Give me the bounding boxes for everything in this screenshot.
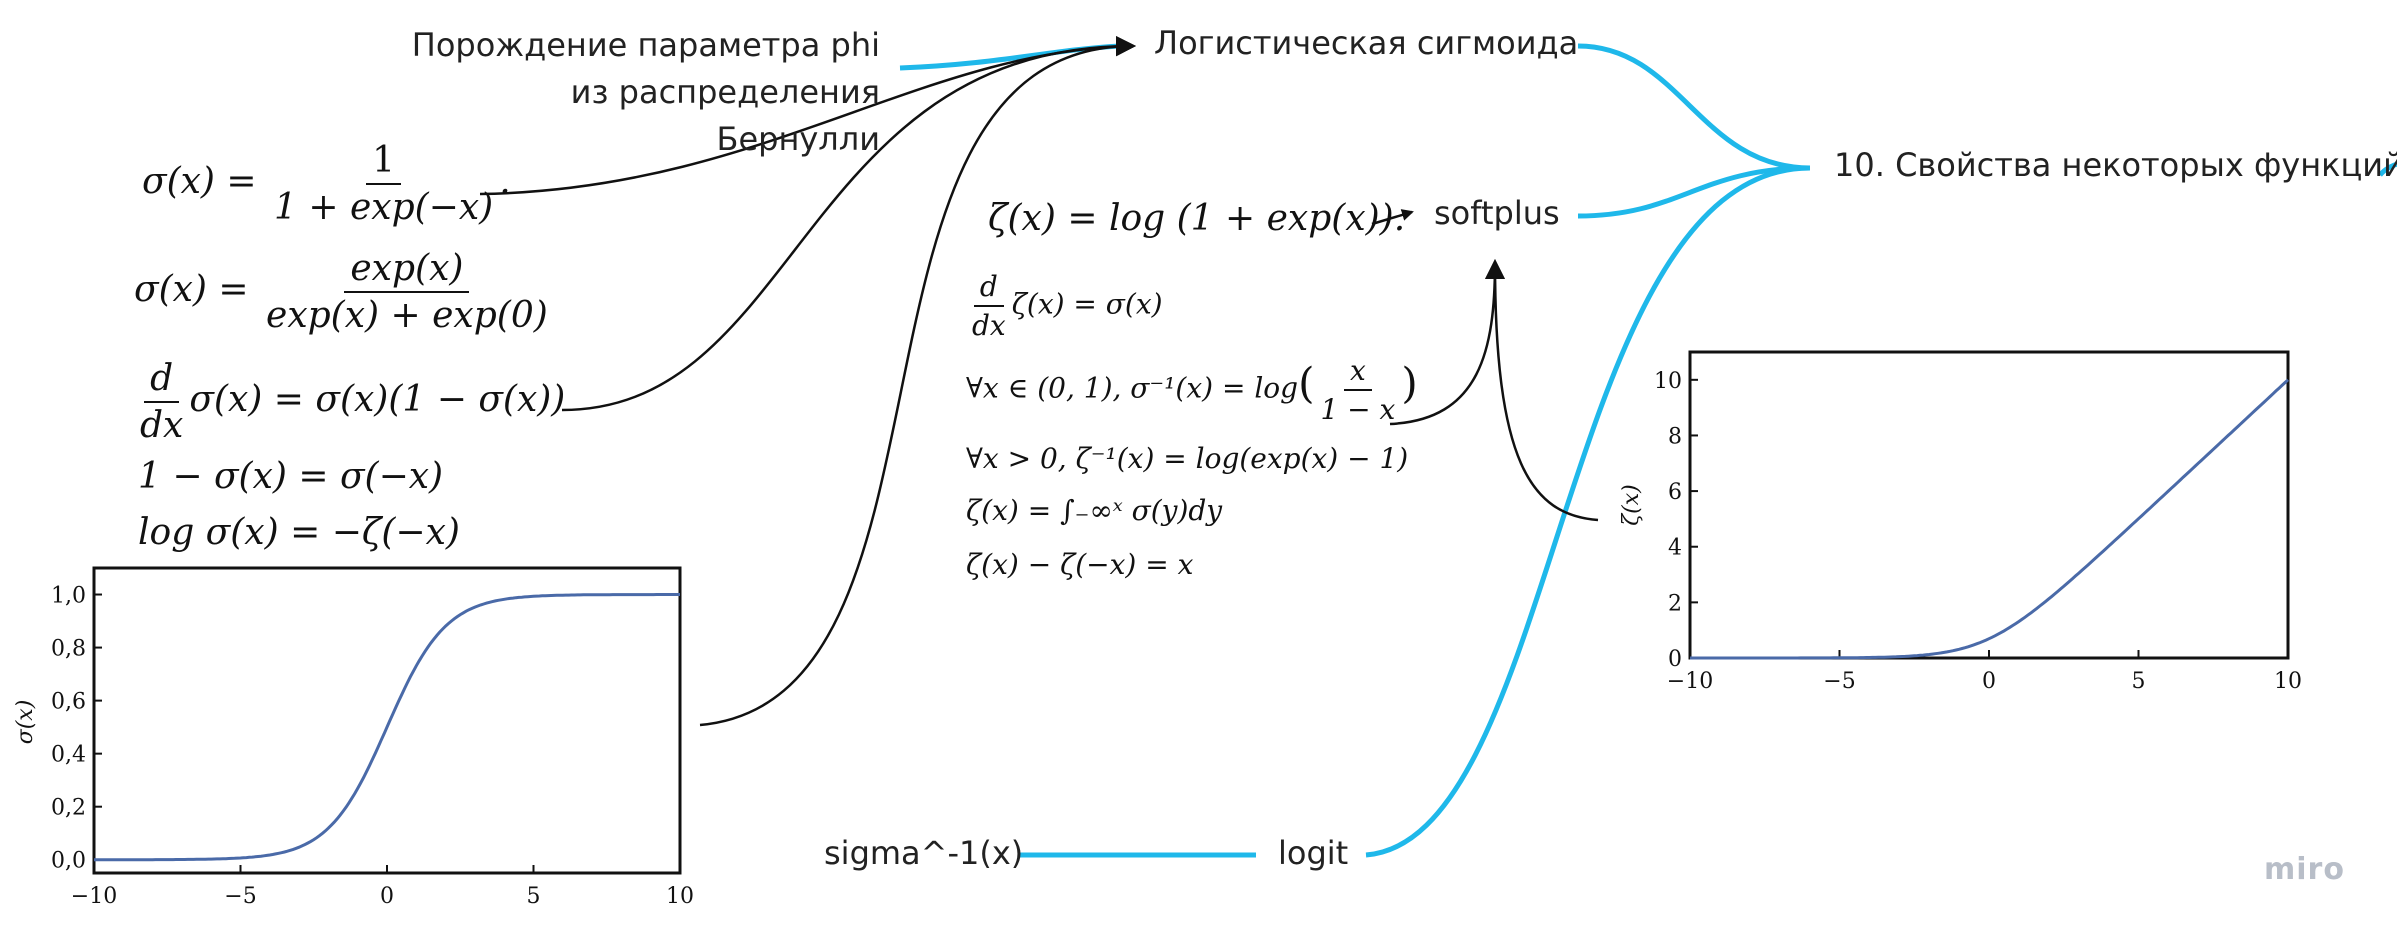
link-logit-properties[interactable] (1365, 165, 1811, 858)
arrow-deriv-logistic[interactable] (561, 36, 1136, 412)
node-sigma-inverse[interactable]: sigma^-1(x) (824, 834, 1024, 872)
formula-softplus-inverse: ∀x > 0, ζ⁻¹(x) = log(exp(x) − 1) (966, 442, 1409, 475)
node-softplus[interactable]: softplus (1434, 194, 1560, 232)
softplus-x-tick-label: 10 (2274, 669, 2302, 694)
sigmoid-y-tick-label: 0,0 (51, 849, 86, 874)
sigmoid-x-tick-label: 5 (527, 884, 541, 909)
sigmoid-y-tick-label: 0,4 (51, 743, 86, 768)
sigmoid-y-tick-label: 0,8 (51, 637, 86, 662)
node-bernoulli[interactable]: Порождение параметра phi из распределени… (411, 26, 880, 158)
softplus-x-tick-label: −10 (1667, 669, 1713, 694)
formula-softplus-difference: ζ(x) − ζ(−x) = x (966, 548, 1194, 581)
sigmoid-curve (94, 593, 680, 862)
sigmoid-y-tick-label: 0,6 (51, 690, 86, 715)
sigmoid-x-tick-label: −10 (71, 884, 117, 909)
arrow-plot-logistic[interactable] (699, 36, 1136, 727)
sigmoid-y-tick-label: 0,2 (51, 796, 86, 821)
formula-log-sigmoid: log σ(x) = −ζ(−x) (138, 512, 460, 553)
softplus-y-tick-label: 10 (1654, 369, 1682, 394)
softplus-curve (1690, 378, 2290, 660)
softplus-y-tick-label: 8 (1668, 424, 1682, 449)
node-properties-title[interactable]: 10. Свойства некоторых функций (1834, 146, 2397, 184)
formula-sigmoid-exp: σ(x) = exp(x)exp(x) + exp(0) (134, 248, 548, 336)
sigmoid-y-axis-label: σ(x) (13, 700, 38, 745)
formula-one-minus-sigmoid: 1 − σ(x) = σ(−x) (138, 456, 444, 497)
softplus-y-tick-label: 4 (1668, 536, 1682, 561)
softplus-y-tick-label: 6 (1668, 480, 1682, 505)
softplus-y-axis-label: ζ(x) (1619, 484, 1644, 526)
miro-watermark: miro (2264, 852, 2345, 887)
arrow-softplus-def-softplus[interactable] (1371, 209, 1414, 226)
link-logistic-properties[interactable] (1577, 43, 1811, 171)
formula-softplus-integral: ζ(x) = ∫₋∞ˣ σ(y)dy (966, 494, 1223, 527)
softplus-y-tick-label: 2 (1668, 591, 1682, 616)
softplus-plot-frame (1688, 350, 2290, 660)
formula-softplus-def: ζ(x) = log (1 + exp(x)). (988, 198, 1406, 239)
arrow-plot-softplus[interactable] (1485, 259, 1599, 522)
link-properties-right[interactable] (2378, 161, 2397, 177)
softplus-x-tick-label: 5 (2132, 669, 2146, 694)
link-softplus-properties[interactable] (1577, 165, 1811, 219)
node-logistic-sigmoid[interactable]: Логистическая сигмоида (1154, 24, 1579, 62)
sigmoid-x-tick-label: −5 (224, 884, 256, 909)
sigmoid-x-tick-label: 0 (380, 884, 394, 909)
softplus-x-tick-label: −5 (1823, 669, 1855, 694)
sigmoid-y-tick-label: 1,0 (51, 584, 86, 609)
softplus-y-tick-label: 0 (1668, 647, 1682, 672)
node-logit[interactable]: logit (1278, 834, 1349, 872)
sigmoid-x-tick-label: 10 (666, 884, 694, 909)
softplus-x-tick-label: 0 (1982, 669, 1996, 694)
